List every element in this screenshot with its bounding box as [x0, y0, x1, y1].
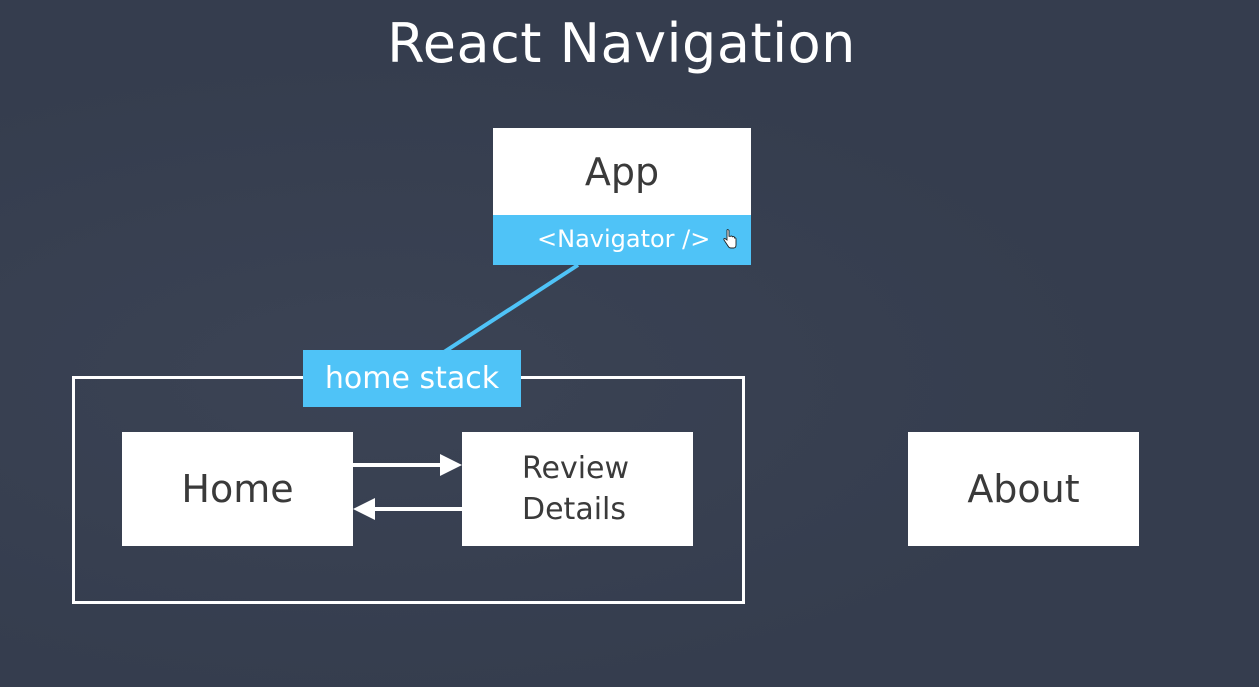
about-screen-box: About [908, 432, 1139, 546]
left-arrow-icon [353, 498, 462, 520]
pointer-cursor-icon [723, 229, 737, 249]
review-details-label: Review Details [522, 451, 630, 527]
about-label: About [967, 467, 1080, 511]
navigator-label: <Navigator /> [537, 225, 711, 253]
home-stack-label: home stack [303, 350, 521, 407]
right-arrow-icon [353, 454, 462, 476]
navigator-to-stack-connector [442, 263, 580, 354]
app-label: App [584, 149, 660, 194]
review-details-screen-box: Review Details [462, 432, 693, 546]
navigator-bar[interactable]: <Navigator /> [493, 215, 751, 265]
home-screen-box: Home [122, 432, 353, 546]
home-screen-label: Home [181, 467, 294, 511]
page-title: React Navigation [387, 12, 856, 75]
app-box: App [493, 128, 751, 215]
